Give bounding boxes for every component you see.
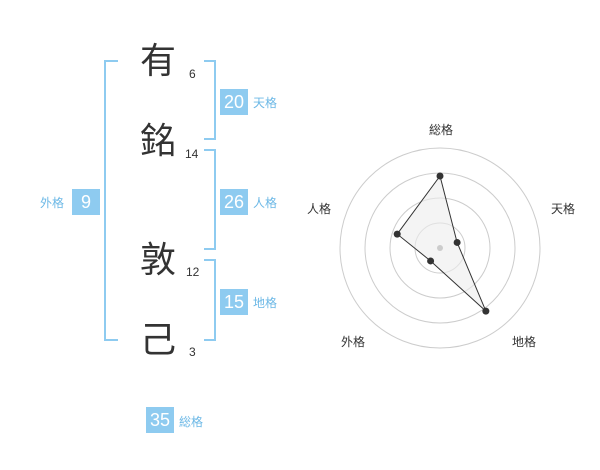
radar-point-2	[482, 307, 490, 315]
chikaku-value: 15	[220, 289, 248, 315]
stroke-count-1: 6	[189, 67, 196, 81]
name-char-4: 己	[140, 320, 177, 361]
gaikaku-value: 9	[72, 189, 100, 215]
chikaku-label: 地格	[253, 296, 278, 310]
jinkaku-bracket	[204, 149, 216, 250]
radar-ring-4	[339, 147, 541, 349]
soukaku-label: 総格	[179, 415, 204, 429]
soukaku-value: 35	[146, 407, 174, 433]
radar-axis-label-chikaku: 地格	[512, 334, 536, 349]
outer-bracket	[104, 60, 118, 341]
radar-axis-label-gaikaku: 外格	[341, 334, 365, 349]
radar-center	[437, 245, 443, 251]
jinkaku-value: 26	[220, 189, 248, 215]
tenkaku-value: 20	[220, 89, 248, 115]
stroke-count-4: 3	[189, 345, 196, 359]
radar-point-4	[393, 230, 401, 238]
radar-axis-label-tenkaku: 天格	[551, 201, 575, 216]
name-char-3: 敦	[140, 240, 177, 281]
tenkaku-bracket	[204, 60, 216, 140]
radar-axis-label-soukaku: 総格	[429, 122, 453, 137]
name-char-1: 有	[140, 41, 177, 82]
stroke-count-2: 14	[185, 147, 199, 161]
jinkaku-label: 人格	[253, 196, 278, 210]
radar-point-3	[427, 257, 435, 265]
stroke-count-3: 12	[186, 265, 200, 279]
radar-point-0	[436, 172, 444, 180]
radar-area	[396, 174, 487, 312]
radar-axis-label-jinkaku: 人格	[307, 201, 331, 216]
tenkaku-label: 天格	[253, 96, 278, 110]
gaikaku-label: 外格	[40, 196, 65, 210]
chikaku-bracket	[204, 259, 216, 341]
radar-point-1	[453, 238, 461, 246]
name-char-2: 銘	[140, 121, 177, 162]
